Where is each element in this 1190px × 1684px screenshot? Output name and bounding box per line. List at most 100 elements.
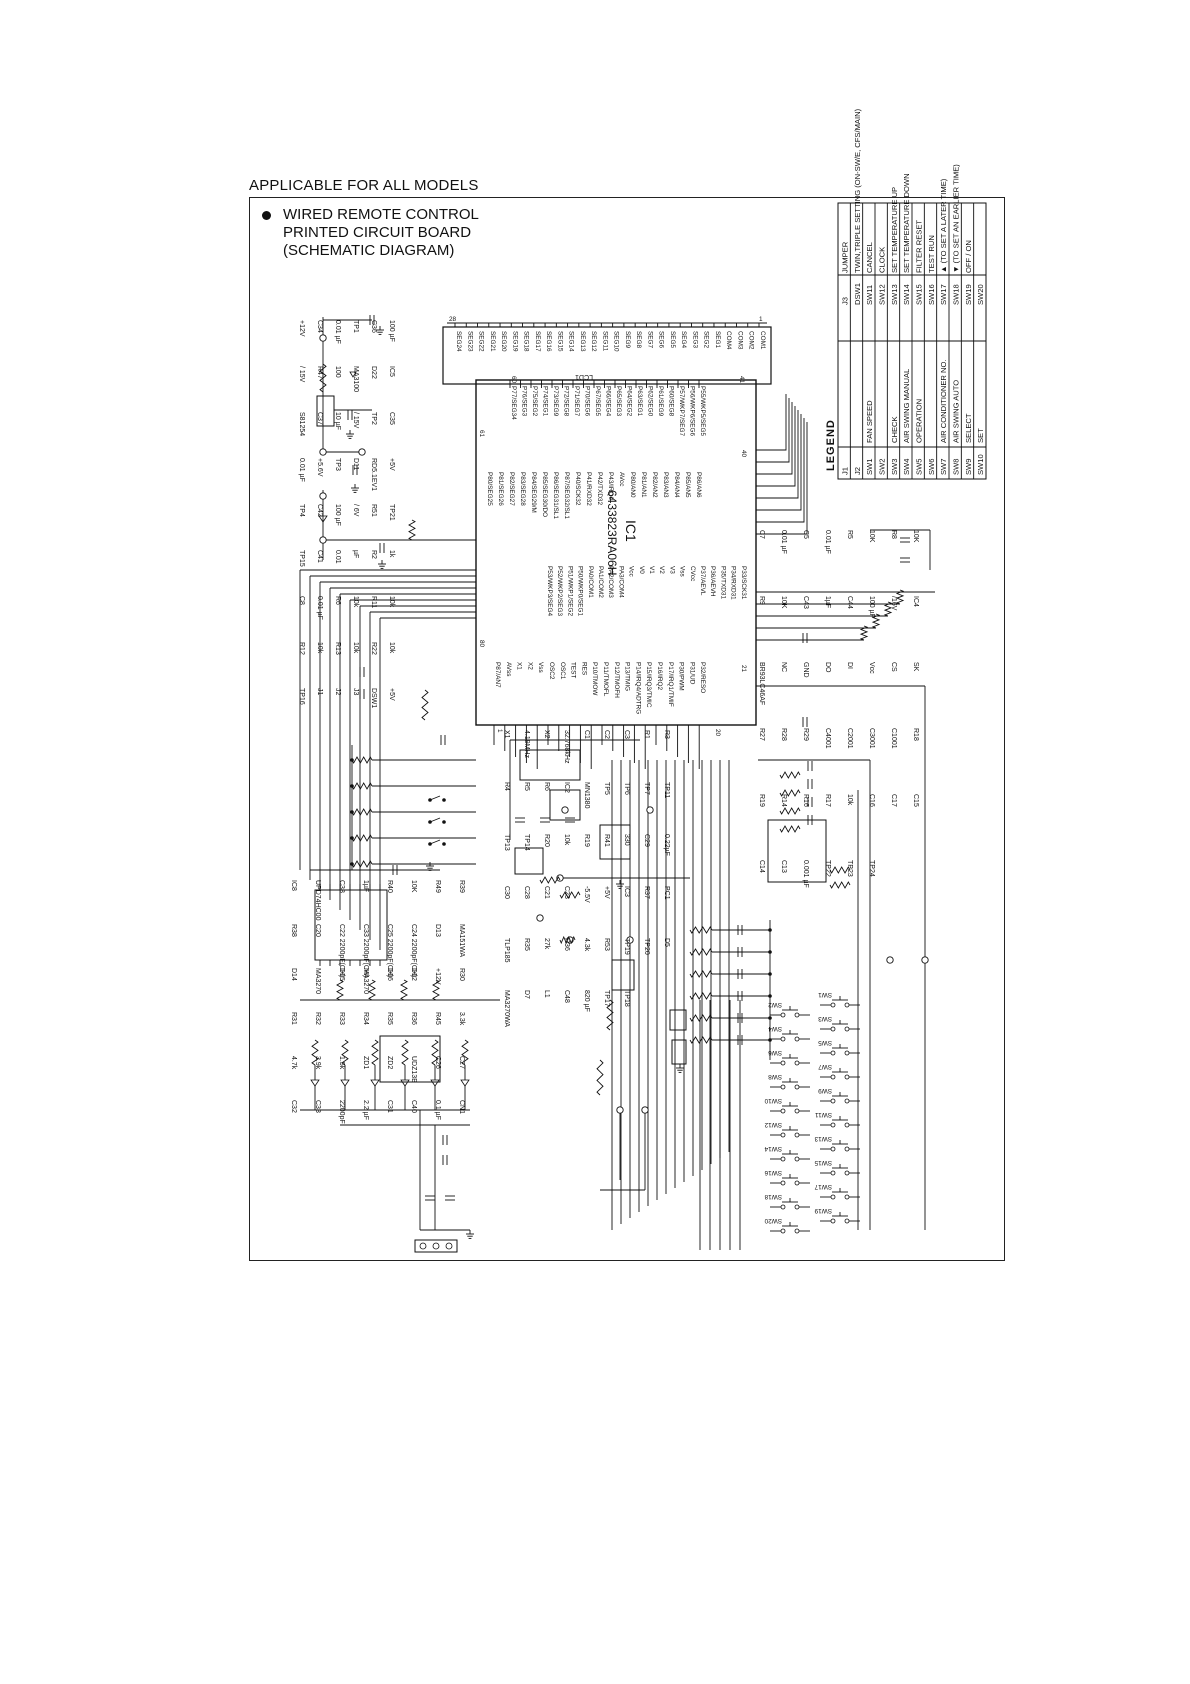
legend-code: SW3 [890, 459, 899, 475]
ic1-pin-number: 41 [738, 376, 745, 384]
resistor [779, 771, 801, 779]
switch-icon [794, 1036, 800, 1042]
ic1-right-pin-label: PA2/COM3 [607, 566, 614, 598]
ic1-top-pin-label: P71/SEG7 [573, 386, 580, 417]
bullet-icon [262, 210, 271, 220]
right-part-label: R27 [758, 728, 765, 741]
middle-part-label: C48 [563, 990, 570, 1003]
switch-icon [780, 1156, 786, 1162]
switch-icon [830, 1122, 836, 1128]
heading-line-3: (SCHEMATIC DIAGRAM) [283, 242, 455, 259]
switch-icon [830, 1194, 836, 1200]
ic1-left-pin-label: AVcc [618, 472, 625, 487]
switch-icon [844, 1146, 850, 1152]
ic1-bottom-pin-label: OSC1 [559, 662, 566, 680]
switch-icon [844, 1218, 850, 1224]
resistor [311, 1039, 319, 1066]
right-part-label: 100 µF [868, 596, 875, 618]
junction-dot [350, 784, 354, 788]
resistor [336, 979, 344, 1001]
middle-part-label: C29 [643, 834, 650, 847]
lcd-pin-label: SEG17 [534, 331, 541, 352]
middle-part-label: R36 [563, 938, 570, 951]
junction-dot [350, 810, 354, 814]
test-point [319, 536, 327, 544]
switch-label: SW15 [814, 1159, 832, 1166]
lcd-pin-label: SEG2 [703, 331, 710, 348]
ic1-right-pin-label: P53/WKP3/SEG4 [546, 566, 553, 617]
ic1-right-pin-label: P36/AEVH [709, 566, 716, 597]
ic1-top-pin-label: P73/SEG9 [552, 386, 559, 417]
right-part-label: TP24 [868, 860, 875, 877]
lower-left-part-label: D14 [290, 968, 297, 981]
lower-left-part-label: D15 [338, 968, 345, 981]
right-part-label: R8 [890, 530, 897, 539]
middle-part-label: 27k [543, 938, 550, 950]
right-part-label: C4001 [824, 728, 831, 749]
junction-dot [442, 798, 446, 802]
switch-label: SW8 [768, 1073, 782, 1080]
resistor [351, 834, 373, 842]
middle-part-label: C1 [583, 730, 590, 739]
junction-dot [768, 1038, 772, 1042]
left-part-label: C36 [370, 320, 377, 333]
legend-description: OPERATION [915, 399, 924, 443]
ic4-eeprom [767, 819, 827, 883]
legend-description: SET TEMPERATURE UP [890, 187, 899, 273]
ic1-right-pin-label: PA0/COM1 [587, 566, 594, 598]
ic1-bottom-pin-label: P12/TMOFH [613, 662, 620, 698]
ic1-left-pin-label: P41/RXD32 [585, 472, 592, 506]
left-part-label: TP4 [298, 504, 305, 517]
lcd-pin-label: SEG19 [511, 331, 518, 352]
ic1-right-pin-label: V1 [648, 566, 655, 574]
resistor [432, 979, 440, 1001]
connector-pin-icon [432, 1242, 440, 1250]
junction-dot [442, 820, 446, 824]
right-part-label: 10K [868, 530, 875, 543]
ic1-right-pin-label: P37/AEVL [699, 566, 706, 596]
middle-part-label: R6 [543, 782, 550, 791]
left-part-label: J3 [352, 688, 359, 696]
left-part-label: R51 [370, 504, 377, 517]
lcd-pin-number: 1 [759, 316, 763, 323]
lcd-drive-wire [756, 402, 793, 475]
ic1-bottom-pin-label: P87/AN7 [494, 662, 501, 688]
right-part-label: 10K [912, 530, 919, 543]
right-part-label: 0.01 µF [824, 530, 831, 554]
lcd-drive-wire [756, 410, 799, 499]
lcd-pin-label: SEG10 [613, 331, 620, 352]
right-part-label: TP23 [846, 860, 853, 877]
switch-icon [780, 1108, 786, 1114]
ic1-left-pin-label: P40/SCK32 [574, 472, 581, 506]
right-part-label: R29 [802, 728, 809, 741]
ic1-name: IC1 [623, 520, 639, 542]
lcd-pin-label: SEG13 [579, 331, 586, 352]
middle-part-label: L1 [543, 990, 550, 998]
legend-code: SW7 [939, 459, 948, 475]
lcd-pin-label: SEG3 [691, 331, 698, 348]
ic1-bottom-pin-label: AVss [505, 662, 512, 676]
right-part-label: R5 [846, 530, 853, 539]
ic1-left-pin-label: P84/AN4 [673, 472, 680, 498]
switch-icon [844, 1074, 850, 1080]
switch-icon [794, 1060, 800, 1066]
lcd-drive-wire [756, 418, 805, 523]
resistor [461, 1039, 469, 1066]
right-part-label: R19 [758, 794, 765, 807]
test-point [358, 448, 366, 456]
lower-left-part-label: 0.1 µF [434, 1100, 441, 1120]
ic1-top-pin-label: P62/SEG0 [647, 386, 654, 417]
switch-label: SW14 [764, 1145, 782, 1152]
lcd-pin-number: 28 [449, 316, 457, 323]
right-part-label: DO [824, 662, 831, 673]
left-part-label: 1k [388, 550, 395, 558]
resistor [421, 689, 429, 721]
junction-dot [350, 862, 354, 866]
right-part-label: DI [846, 662, 853, 669]
junction-dot [768, 950, 772, 954]
heading-line-2: PRINTED CIRCUIT BOARD [283, 224, 472, 241]
diode-icon [430, 1079, 440, 1087]
connector-pin-icon [445, 1242, 453, 1250]
legend-code: SW2 [878, 459, 887, 475]
